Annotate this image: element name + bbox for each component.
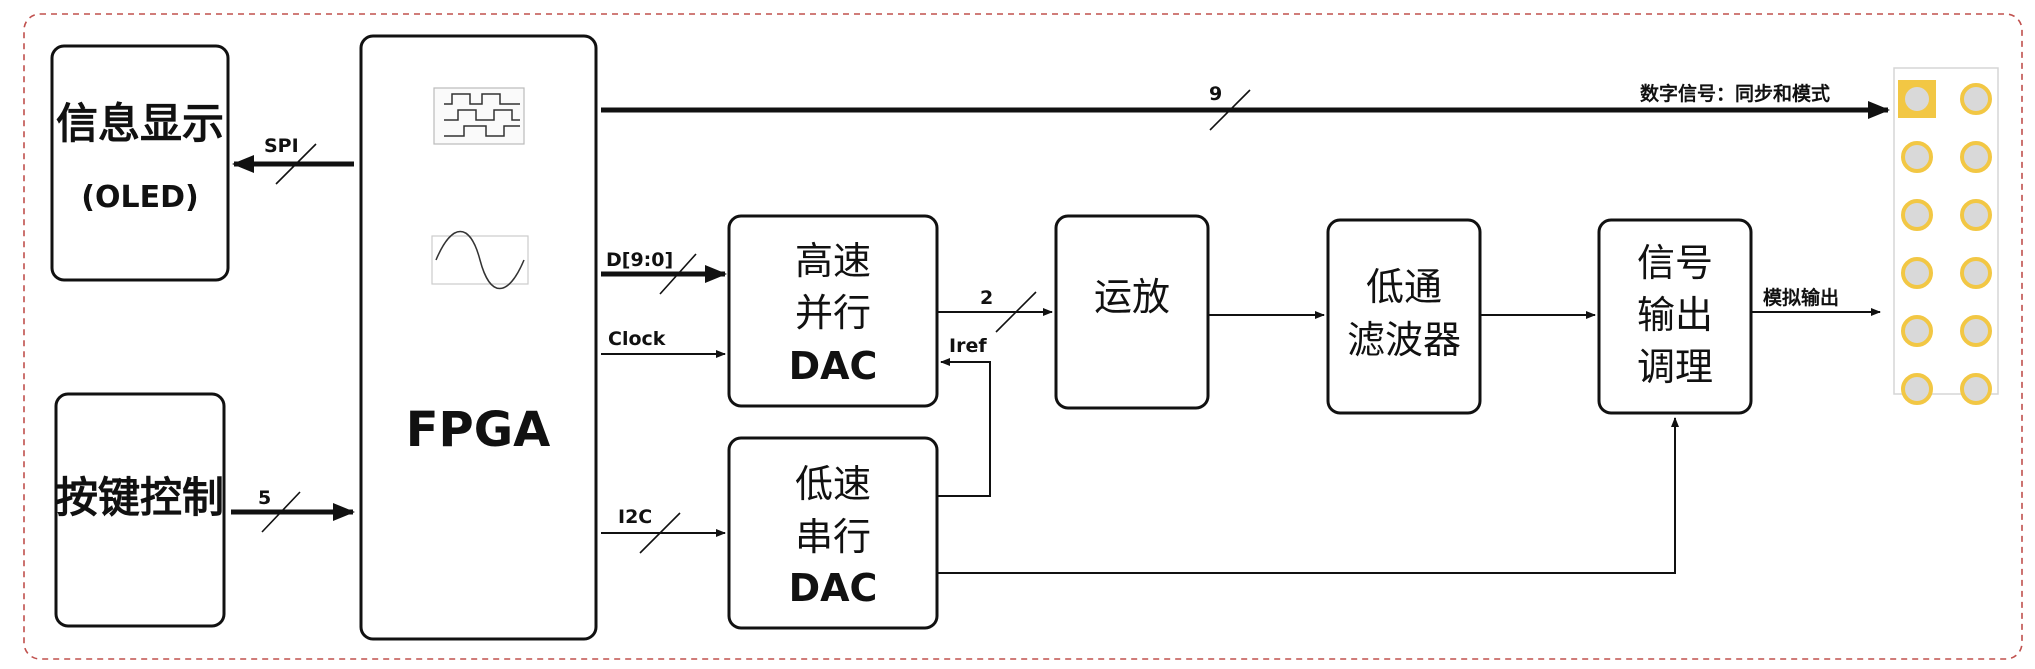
data-bus-slash: [659, 253, 697, 295]
ls-dac-line1: 低速: [795, 462, 871, 506]
ls-dac-block: [727, 436, 939, 630]
header-pin: [1960, 257, 1992, 289]
conditioning-line3: 调理: [1637, 345, 1713, 389]
keys-width-label: 5: [258, 487, 271, 509]
keys-slash: [261, 491, 301, 533]
hs-dac-line1: 高速: [795, 239, 871, 283]
keys-title: 按键控制: [56, 473, 224, 522]
keys-block: [54, 392, 226, 628]
square-wave-icon: [433, 87, 525, 145]
ls-dac-line3: DAC: [789, 566, 878, 610]
lpf-line1: 低通: [1366, 265, 1442, 309]
header-pin: [1901, 141, 1933, 173]
dac-opamp-slash: [995, 291, 1037, 333]
header-pin: [1960, 83, 1992, 115]
fpga-title: FPGA: [406, 402, 551, 458]
digital-slash: [1209, 89, 1251, 131]
pin-header: [1893, 67, 1999, 395]
conditioning-line2: 输出: [1637, 293, 1713, 337]
header-pin: [1901, 199, 1933, 231]
iref-label: Iref: [949, 335, 987, 357]
conditioning-line1: 信号: [1637, 241, 1713, 285]
hs-dac-line3: DAC: [789, 344, 878, 388]
header-pin: [1901, 83, 1933, 115]
conditioning-block: [1597, 218, 1753, 415]
iref-arrow: [937, 358, 991, 497]
i2c-label: I2C: [618, 506, 652, 528]
analog-output-label: 模拟输出: [1763, 286, 1839, 309]
header-pin: [1901, 373, 1933, 405]
clock-label: Clock: [608, 328, 666, 350]
spi-slash: [275, 143, 317, 185]
dac-opamp-width-label: 2: [980, 287, 993, 309]
display-block: [50, 44, 230, 282]
ls-dac-conditioning-arrow: [937, 417, 1679, 574]
display-title: 信息显示: [56, 99, 224, 148]
lpf-line2: 滤波器: [1347, 318, 1461, 362]
ls-dac-line2: 串行: [795, 515, 871, 559]
hs-dac-line2: 并行: [795, 291, 871, 335]
pin-array: [1901, 83, 1992, 405]
header-pin: [1901, 315, 1933, 347]
opamp-block: [1054, 214, 1210, 410]
header-pin: [1901, 257, 1933, 289]
fpga-block: [359, 34, 598, 641]
outer-border: [23, 13, 2023, 660]
lpf-block: [1326, 218, 1482, 415]
header-pin: [1960, 141, 1992, 173]
digital-width-label: 9: [1209, 83, 1222, 105]
header-pin: [1960, 315, 1992, 347]
spi-label: SPI: [264, 135, 299, 157]
header-pin: [1960, 199, 1992, 231]
opamp-title: 运放: [1094, 275, 1170, 319]
sine-wave-icon: [431, 230, 529, 290]
digital-signal-label: 数字信号：同步和模式: [1640, 82, 1830, 105]
data-bus-label: D[9:0]: [606, 249, 673, 271]
i2c-slash: [639, 512, 681, 554]
display-subtitle: (OLED): [81, 180, 198, 215]
header-pin: [1960, 373, 1992, 405]
